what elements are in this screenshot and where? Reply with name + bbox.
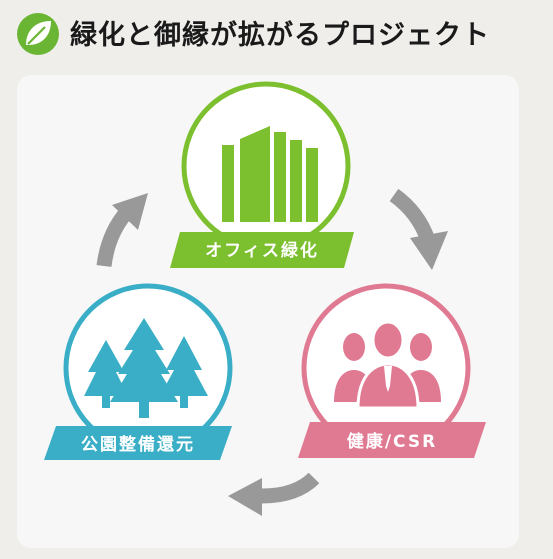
park-label: 公園整備還元 — [81, 434, 195, 455]
health-node: 健康/CSR — [298, 283, 486, 458]
people-icon — [334, 320, 441, 410]
header: 緑化と御縁が拡がるプロジェクト — [0, 0, 553, 72]
arrow-health-to-park — [228, 472, 320, 516]
park-node: 公園整備還元 — [44, 283, 233, 460]
office-node: オフィス緑化 — [170, 81, 354, 268]
office-label: オフィス緑化 — [205, 240, 319, 261]
page-title: 緑化と御縁が拡がるプロジェクト — [70, 20, 490, 51]
health-label: 健康/CSR — [347, 431, 437, 452]
leaf-icon — [17, 13, 59, 55]
arrow-office-to-health — [389, 188, 448, 270]
office-building-icon — [222, 126, 318, 222]
trees-icon — [84, 318, 208, 418]
arrow-park-to-office — [96, 193, 148, 268]
